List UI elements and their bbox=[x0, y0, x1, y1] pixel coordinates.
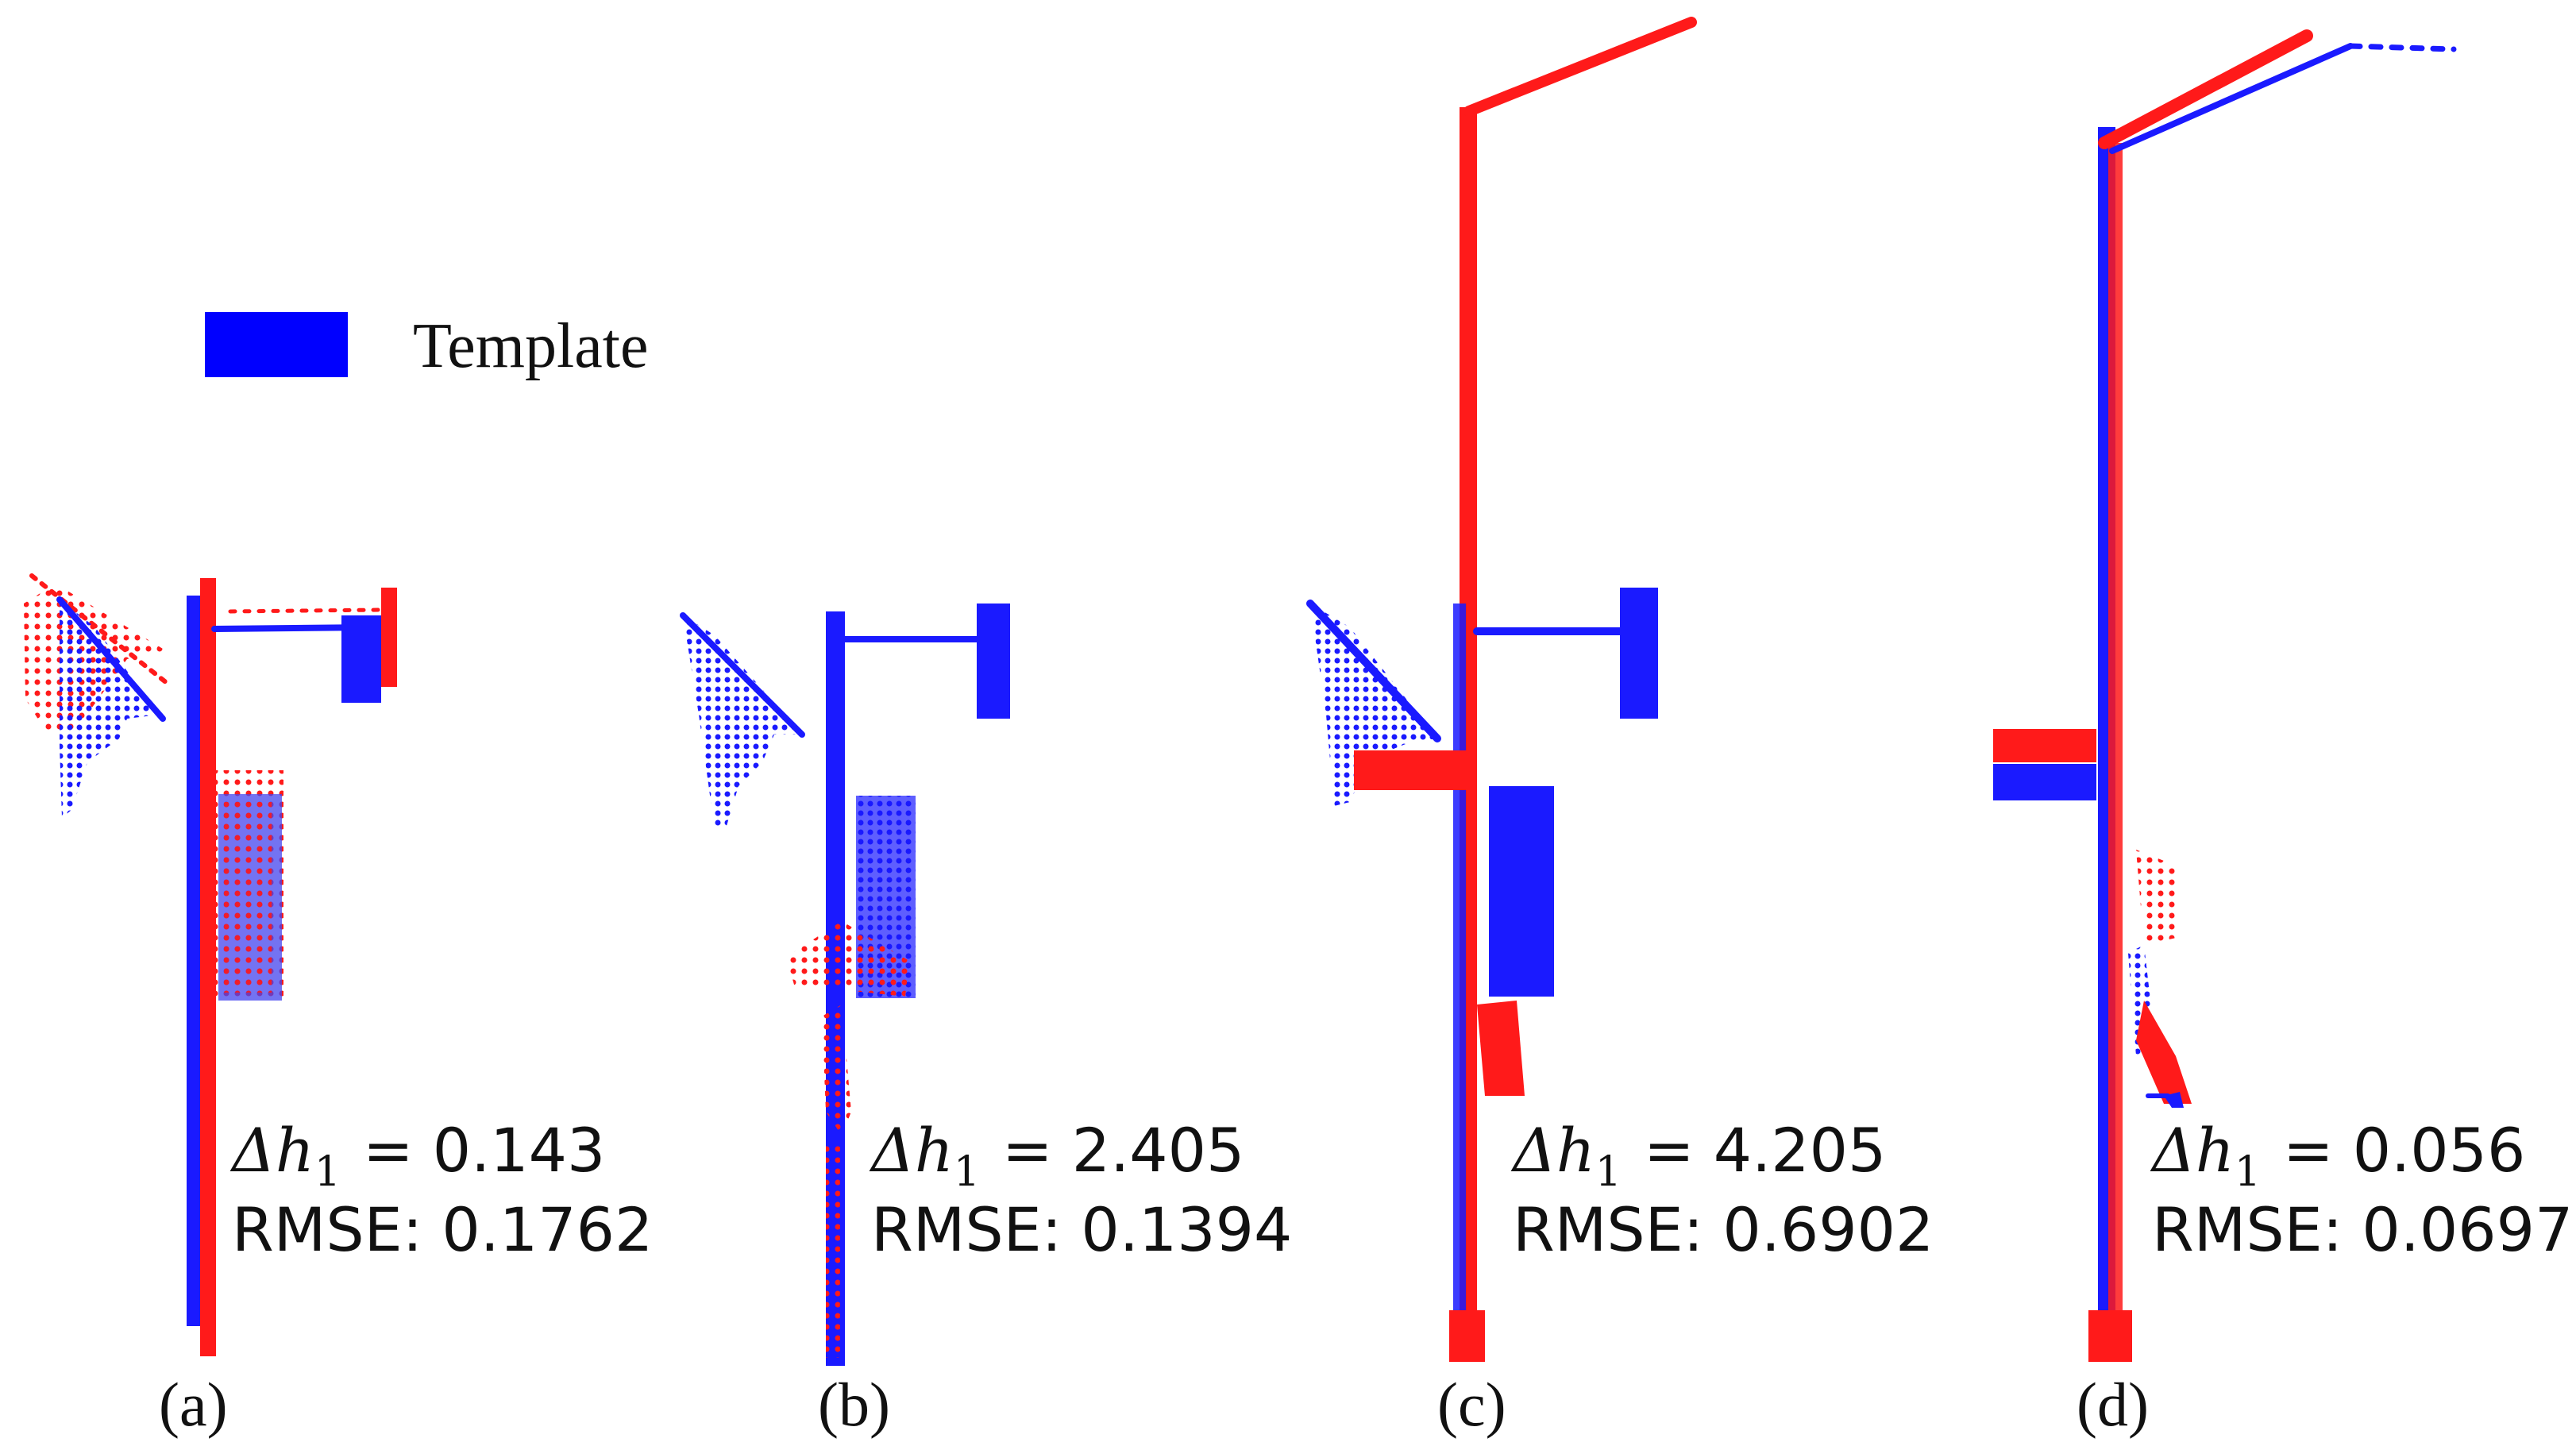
delta-h1-b: Δh1= 2.405 bbox=[869, 1115, 1244, 1196]
delta-h1-c: Δh1= 4.205 bbox=[1510, 1115, 1886, 1196]
rmse-a: RMSE: 0.1762 bbox=[232, 1194, 653, 1265]
panel-d: Δh1= 0.056 RMSE: 0.0697 (d) bbox=[1993, 29, 2573, 1439]
panel-label-d: (d) bbox=[2077, 1370, 2149, 1439]
panel-b: Δh1= 2.405 RMSE: 0.1394 (b) bbox=[680, 604, 1292, 1439]
panel-c: Δh1= 4.205 RMSE: 0.6902 (c) bbox=[1306, 17, 1934, 1439]
panel-label-c: (c) bbox=[1437, 1370, 1506, 1439]
panel-label-b: (b) bbox=[818, 1370, 890, 1439]
rmse-b: RMSE: 0.1394 bbox=[871, 1194, 1292, 1265]
rmse-c: RMSE: 0.6902 bbox=[1513, 1194, 1934, 1265]
point-cloud-b bbox=[680, 604, 1010, 1366]
panel-label-a: (a) bbox=[159, 1370, 228, 1439]
legend-label: Template bbox=[413, 311, 648, 381]
legend: Template bbox=[205, 311, 648, 381]
delta-h1-a: Δh1= 0.143 bbox=[229, 1115, 605, 1196]
point-cloud-a bbox=[24, 573, 397, 1356]
point-cloud-d bbox=[1993, 29, 2457, 1362]
delta-h1-d: Δh1= 0.056 bbox=[2150, 1115, 2525, 1196]
legend-swatch bbox=[205, 312, 348, 377]
rmse-d: RMSE: 0.0697 bbox=[2152, 1194, 2573, 1265]
point-cloud-c bbox=[1306, 17, 1697, 1362]
panel-a: Δh1= 0.143 RMSE: 0.1762 (a) bbox=[24, 573, 653, 1439]
